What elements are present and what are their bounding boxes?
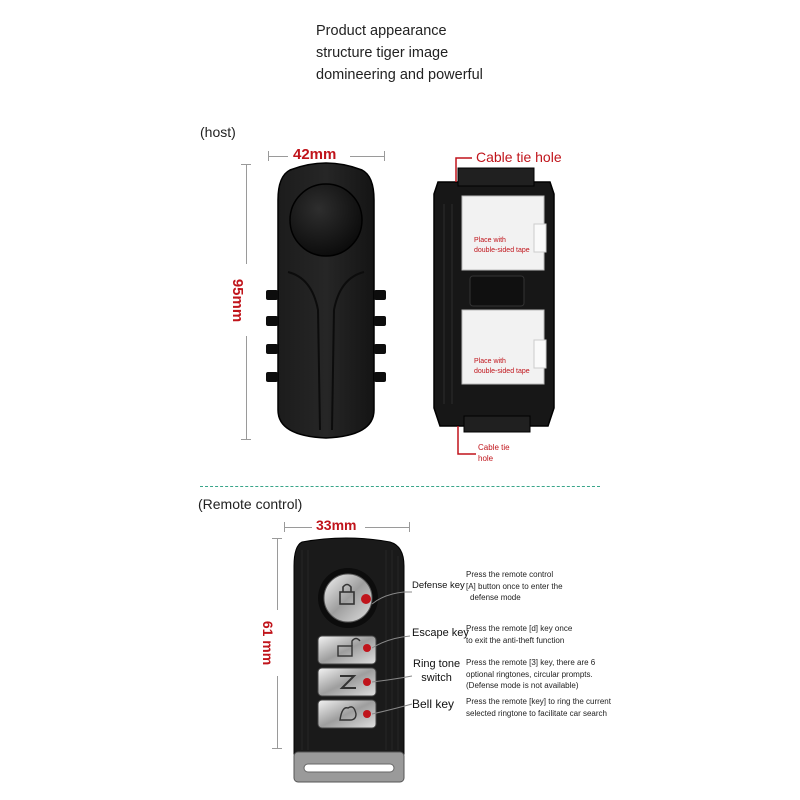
header-text: Product appearance structure tiger image… bbox=[316, 20, 483, 86]
remote-section-label: (Remote control) bbox=[198, 496, 303, 512]
host-width-tick-right bbox=[384, 151, 385, 161]
host-height-line-bottom bbox=[246, 336, 247, 440]
tape-label-bottom-line-1: Place with bbox=[474, 358, 506, 365]
tape-label-bottom: Place with double-sided tape bbox=[474, 357, 530, 377]
remote-height-line-bottom bbox=[277, 676, 278, 748]
remote-device bbox=[293, 537, 405, 783]
tape-label-top-line-2: double-sided tape bbox=[474, 247, 530, 254]
escape-key-desc-line-1: Press the remote [d] key once bbox=[466, 624, 573, 633]
host-height-line-top bbox=[246, 164, 247, 264]
host-width-tick-left bbox=[268, 151, 269, 161]
tape-label-top-line-1: Place with bbox=[474, 237, 506, 244]
ring-tone-switch-label: Ring tone switch bbox=[413, 657, 460, 685]
host-front-device bbox=[266, 162, 386, 439]
section-divider bbox=[200, 486, 600, 487]
bell-key-desc-line-1: Press the remote [key] to ring the curre… bbox=[466, 697, 611, 706]
remote-height-tick-top bbox=[272, 538, 282, 539]
host-back-device bbox=[433, 167, 555, 433]
escape-key-label: Escape key bbox=[412, 627, 469, 639]
remote-height-tick-bottom bbox=[272, 748, 282, 749]
host-height-tick-top bbox=[241, 164, 251, 165]
cable-tie-hole-bottom-line-2: hole bbox=[478, 454, 494, 463]
defense-key-desc-line-2: [A] button once to enter the bbox=[466, 581, 563, 591]
ring-tone-description: Press the remote [3] key, there are 6 op… bbox=[466, 657, 595, 692]
remote-width-label: 33mm bbox=[316, 517, 357, 533]
header-line-2: structure tiger image bbox=[316, 45, 449, 61]
remote-callout-lines bbox=[371, 591, 413, 715]
cable-tie-hole-top-label: Cable tie hole bbox=[476, 149, 562, 165]
host-width-label: 42mm bbox=[293, 146, 337, 163]
ring-tone-switch-line-1: Ring tone bbox=[413, 658, 461, 670]
host-height-label: 95mm bbox=[229, 278, 247, 323]
ring-tone-desc-line-1: Press the remote [3] key, there are 6 bbox=[466, 658, 596, 667]
escape-key-desc-line-2: to exit the anti-theft function bbox=[466, 635, 565, 645]
ring-tone-desc-line-3: (Defense mode is not available) bbox=[466, 681, 579, 690]
escape-key-description: Press the remote [d] key once to exit th… bbox=[466, 623, 572, 646]
remote-width-tick-right bbox=[409, 522, 410, 532]
bell-key-label: Bell key bbox=[412, 697, 455, 711]
tape-label-bottom-line-2: double-sided tape bbox=[474, 368, 530, 375]
remote-height-line-top bbox=[277, 538, 278, 610]
cable-tie-hole-bottom-line-1: Cable tie bbox=[478, 443, 510, 452]
host-width-line-left bbox=[268, 156, 288, 157]
host-width-line-right bbox=[350, 156, 385, 157]
header-line-1: Product appearance bbox=[316, 23, 447, 39]
remote-height-label: 61 mm bbox=[260, 620, 277, 666]
defense-key-desc-line-1: Press the remote control bbox=[466, 570, 554, 579]
remote-width-line-right bbox=[365, 527, 410, 528]
remote-width-line-left bbox=[284, 527, 312, 528]
cable-tie-top-pointer bbox=[455, 157, 472, 182]
remote-width-tick-left bbox=[284, 522, 285, 532]
defense-key-label: Defense key bbox=[412, 580, 465, 591]
host-section-label: (host) bbox=[200, 124, 236, 140]
defense-key-description: Press the remote control [A] button once… bbox=[466, 569, 563, 604]
bell-key-desc-line-2: selected ringtone to facilitate car sear… bbox=[466, 708, 607, 718]
ring-tone-desc-line-2: optional ringtones, circular prompts. bbox=[466, 669, 593, 679]
cable-tie-bottom-pointer bbox=[457, 426, 476, 455]
bell-key-description: Press the remote [key] to ring the curre… bbox=[466, 696, 611, 719]
host-height-tick-bottom bbox=[241, 439, 251, 440]
defense-key-desc-line-3: defense mode bbox=[470, 593, 521, 602]
header-line-3: domineering and powerful bbox=[316, 67, 483, 83]
ring-tone-switch-line-2: switch bbox=[421, 672, 452, 684]
tape-label-top: Place with double-sided tape bbox=[474, 236, 530, 256]
cable-tie-hole-bottom-label: Cable tie hole bbox=[478, 442, 510, 464]
